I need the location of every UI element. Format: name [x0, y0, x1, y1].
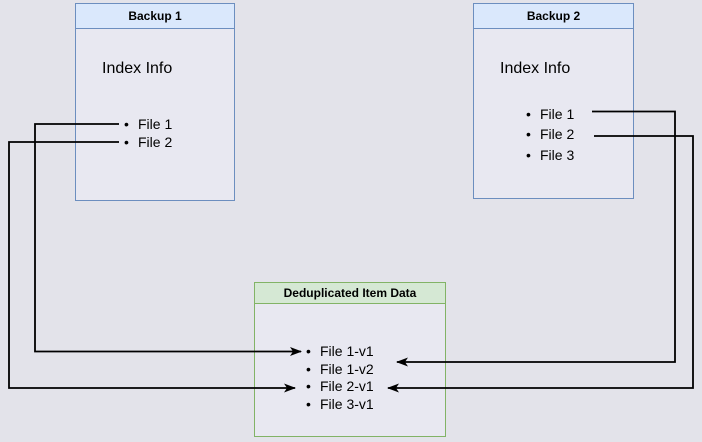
bullet-icon: •	[526, 126, 531, 143]
backup2-header: Backup 2	[474, 4, 633, 29]
bullet-icon: •	[306, 343, 311, 360]
bullet-icon: •	[306, 395, 311, 412]
dedup-file-list: • File 1-v1 • File 1-v2 • File 2-v1 • Fi…	[306, 343, 374, 413]
backup2-file-list: • File 1 • File 2 • File 3	[526, 104, 574, 166]
list-item: • File 2	[124, 133, 173, 150]
bullet-icon: •	[526, 146, 531, 163]
bullet-icon: •	[124, 133, 129, 150]
bullet-icon: •	[306, 360, 311, 377]
bullet-icon: •	[124, 115, 129, 132]
dedup-box: Deduplicated Item Data • File 1-v1 • Fil…	[254, 282, 446, 437]
backup1-subtitle: Index Info	[102, 60, 173, 77]
list-item: • File 3-v1	[306, 395, 374, 412]
list-item: • File 2	[526, 126, 575, 143]
list-item: • File 1	[526, 105, 575, 122]
backup2-title: Backup 2	[526, 9, 581, 23]
list-item: • File 3	[526, 146, 575, 163]
dedup-title: Deduplicated Item Data	[283, 286, 417, 300]
backup1-file-list: • File 1 • File 2	[124, 115, 172, 151]
backup1-title: Backup 1	[128, 9, 182, 23]
bullet-icon: •	[306, 378, 311, 395]
bullet-icon: •	[526, 105, 531, 122]
list-item: • File 1-v1	[306, 343, 374, 360]
list-item: • File 2-v1	[306, 378, 374, 395]
backup2-subtitle: Index Info	[500, 60, 571, 77]
list-item: • File 1	[124, 115, 173, 132]
dedup-header: Deduplicated Item Data	[255, 283, 445, 304]
backup1-box: Backup 1 Index Info • File 1 • File 2	[75, 3, 235, 201]
backup2-box: Backup 2 Index Info • File 1 • File 2 • …	[473, 3, 634, 199]
list-item: • File 1-v2	[306, 360, 374, 377]
backup1-header: Backup 1	[76, 4, 234, 29]
